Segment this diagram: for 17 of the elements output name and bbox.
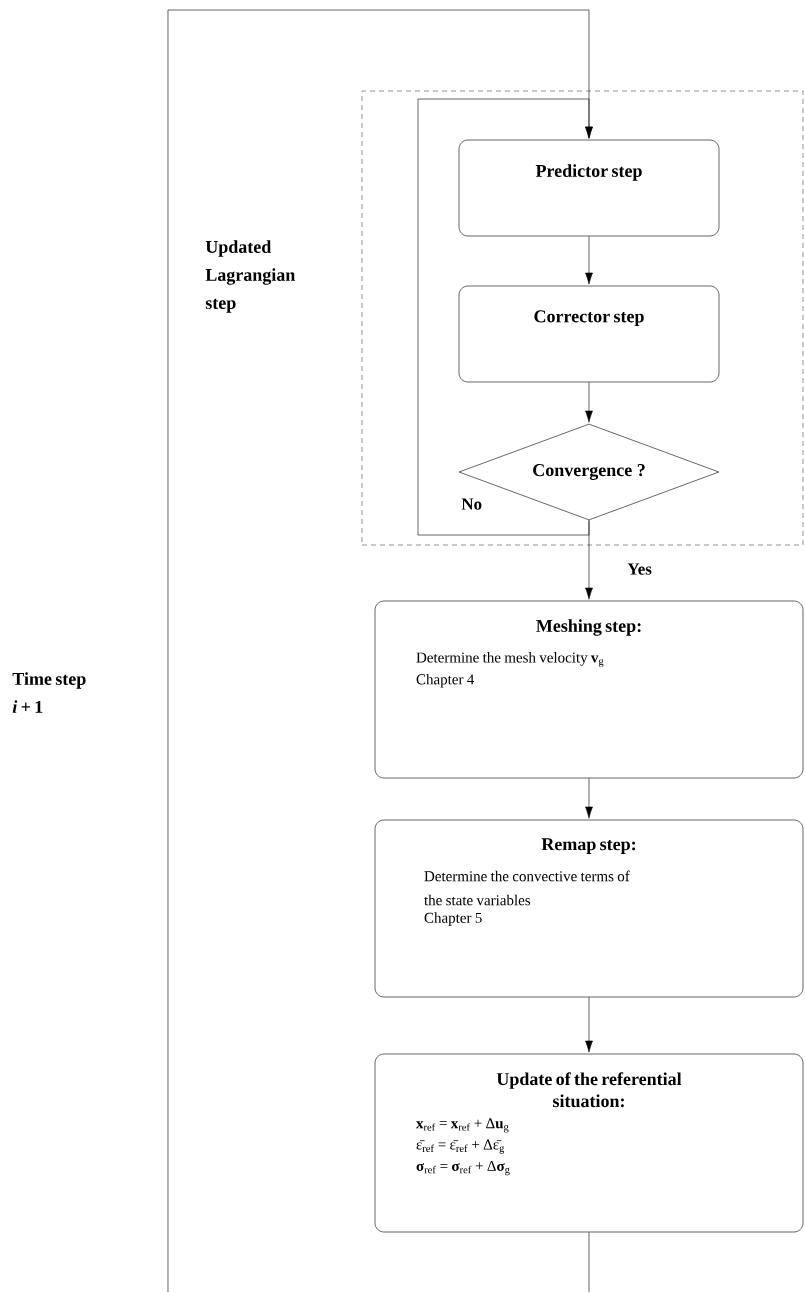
arrow [585,236,593,285]
arrow [585,997,593,1053]
arrow [167,9,593,1293]
arrow [417,98,593,536]
process-box: Corrector step [458,285,720,383]
process-box: Predictor step [458,139,720,237]
edge-label: No [460,497,484,511]
edge-label: Yes [626,562,653,576]
arrow [585,778,593,819]
dashed-region [361,90,804,546]
arrow [585,520,593,600]
side-label: Time step i + 1 [12,672,86,713]
process-box: Remap step: Determine the convective terms of the state variables Chapter 5 [374,819,804,998]
arrow [585,382,593,423]
process-box: Update of the referential situation: x$_{ref}$ = x$_{ref}$ + Δu$_{g}$ ε̄$_{ref}$ = ε̄$_{ref}$ + Δε̄$_{g}$ σ$_{ref}$ = σ$_{ref}$ + Δσ$_{g}$ [374,1053,804,1233]
side-label: Updated Lagrangian step [205,240,296,313]
process-box: Meshing step: Determine the mesh velocity v$_{g}$ Chapter 4 [374,600,804,779]
